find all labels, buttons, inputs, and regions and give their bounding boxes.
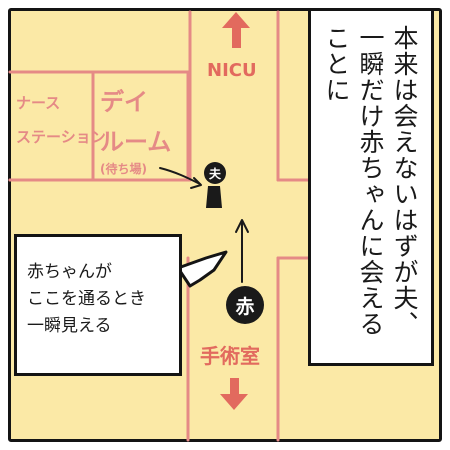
caption-line-1: 赤ちゃんが: [27, 262, 112, 282]
waiting-area-label: (待ち場): [100, 162, 147, 176]
operating-room-label: 手術室: [200, 344, 260, 368]
nicu-label: NICU: [207, 60, 257, 81]
day-room-line-1: デイ: [100, 88, 148, 116]
nurse-station-label: ナース ステーション: [16, 86, 106, 154]
day-room-label: デイ ルーム: [100, 82, 171, 162]
nurse-station-line-1: ナース: [16, 94, 61, 112]
nicu-arrow-icon: [222, 12, 250, 48]
baby-badge: 赤: [226, 286, 264, 324]
baby-path-arrow-icon: [235, 219, 249, 283]
husband-pointer-arrow-icon: [159, 167, 202, 189]
caption-line-3: 一瞬見える: [27, 316, 112, 336]
nurse-station-line-2: ステーション: [16, 128, 106, 146]
day-room-line-2: ルーム: [100, 128, 172, 156]
husband-badge: 夫: [204, 162, 226, 184]
caption-line-2: ここを通るとき: [27, 289, 146, 309]
husband-body-icon: [206, 186, 222, 208]
narration-box: 本来は会えないはずが夫、一瞬だけ赤ちゃんに会えることに: [308, 8, 434, 366]
narration-text: 本来は会えないはずが夫、一瞬だけ赤ちゃんに会えることに: [322, 25, 419, 337]
operating-room-arrow-icon: [220, 378, 248, 410]
caption-text: 赤ちゃんが ここを通るとき 一瞬見える: [27, 259, 146, 340]
caption-box: 赤ちゃんが ここを通るとき 一瞬見える: [14, 234, 182, 376]
caption-arrow-icon: [176, 250, 228, 288]
